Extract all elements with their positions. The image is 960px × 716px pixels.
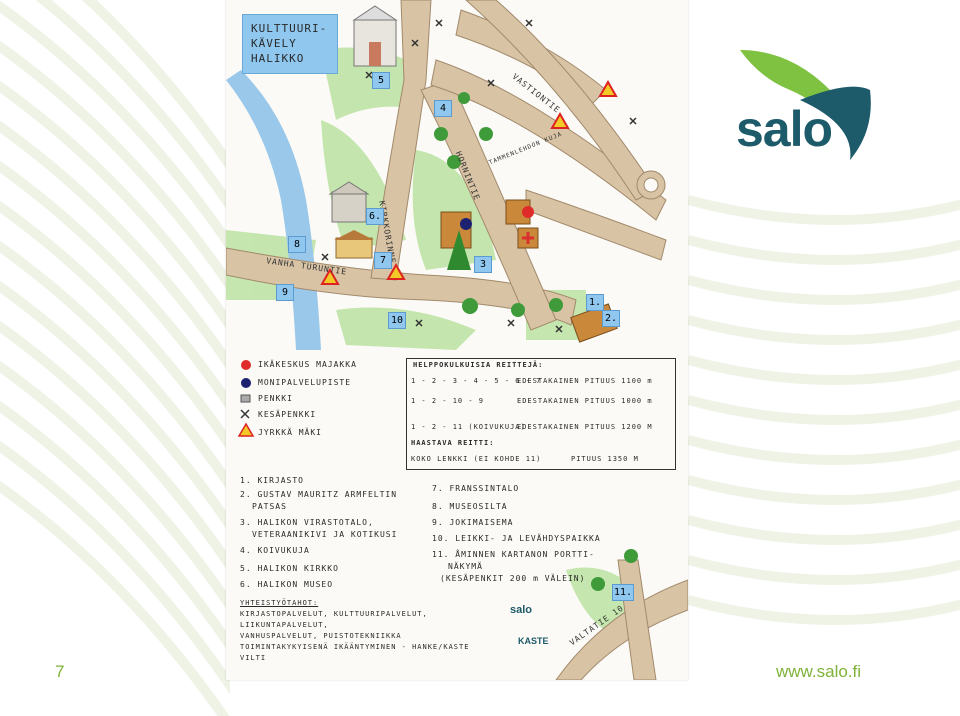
place-5: 5. HALIKON KIRKKO bbox=[240, 564, 339, 573]
salo-logo-leaf bbox=[730, 40, 880, 170]
tree-icons bbox=[434, 92, 638, 591]
place-10: 10. LEIKKI- JA LEVÄHDYSPAIKKA bbox=[432, 534, 601, 543]
museum-icon bbox=[328, 181, 370, 223]
place-11: 11. ÅMINNEN KARTANON PORTTI- bbox=[432, 550, 595, 559]
place-2b: PATSAS bbox=[252, 502, 287, 511]
place-3: 3. HALIKON VIRASTOTALO, bbox=[240, 518, 374, 527]
marker-1: 1. bbox=[586, 294, 604, 311]
culture-walk-map: KULTTUURI- KÄVELY HALIKKO VANHA TURUNTIE… bbox=[226, 0, 688, 680]
marker-5: 5 bbox=[372, 72, 390, 89]
routes-heading: HELPPOKULKUISIA REITTEJÄ: bbox=[413, 361, 544, 369]
summer-bench-icons bbox=[321, 19, 637, 333]
place-1: 1. KIRJASTO bbox=[240, 476, 304, 485]
steep-hill-icons bbox=[320, 79, 618, 285]
legend-monipalvelupiste: MONIPALVELUPISTE bbox=[258, 378, 352, 387]
kaste-logo: KASTE bbox=[518, 636, 549, 646]
marker-8: 8 bbox=[288, 236, 306, 253]
church-icon bbox=[352, 5, 398, 67]
red-dot-icon bbox=[522, 206, 534, 218]
place-8: 8. MUSEOSILTA bbox=[432, 502, 508, 511]
cooperation-line: KIRJASTOPALVELUT, KULTTUURIPALVELUT, LII… bbox=[240, 610, 428, 629]
cooperation-block: YHTEISTYÖTAHOT: KIRJASTOPALVELUT, KULTTU… bbox=[240, 598, 510, 664]
route-3-desc: EDESTAKAINEN PITUUS 1200 M bbox=[517, 423, 653, 431]
map-drawing bbox=[226, 0, 688, 680]
marker-2: 2. bbox=[602, 310, 620, 327]
page-number: 7 bbox=[55, 662, 65, 681]
place-note: (KESÄPENKIT 200 m VÄLEIN) bbox=[440, 574, 586, 583]
marker-6: 6. bbox=[366, 208, 384, 225]
place-4: 4. KOIVUKUJA bbox=[240, 546, 310, 555]
marker-4: 4 bbox=[434, 100, 452, 117]
marker-11: 11. bbox=[612, 584, 634, 601]
map-title-line: HALIKKO bbox=[251, 52, 305, 65]
map-title-line: KULTTUURI- bbox=[251, 22, 328, 35]
small-salo-logo: salo bbox=[510, 604, 533, 616]
place-3b: VETERAANIKIVI JA KOTIKUSI bbox=[252, 530, 398, 539]
marker-9: 9 bbox=[276, 284, 294, 301]
challenge-desc: PITUUS 1350 M bbox=[571, 455, 639, 463]
marker-10: 10 bbox=[388, 312, 406, 329]
route-2: 1 - 2 - 10 - 9 bbox=[411, 397, 485, 405]
challenge-route: KOKO LENKKI (EI KOHDE 11) bbox=[411, 455, 542, 463]
place-9: 9. JOKIMAISEMA bbox=[432, 518, 514, 527]
cooperation-line: VILTI bbox=[240, 654, 267, 662]
marker-3: 3 bbox=[474, 256, 492, 273]
franssintalo-icon bbox=[334, 230, 374, 259]
background-stripes-left bbox=[0, 0, 230, 716]
salo-logo-word: salo bbox=[736, 101, 833, 157]
place-7: 7. FRANSSINTALO bbox=[432, 484, 520, 493]
legend-jyrkka-maki: JYRKKÄ MÄKI bbox=[258, 428, 322, 437]
legend-majakka: IKÄKESKUS MAJAKKA bbox=[258, 360, 357, 369]
blue-dot-icon bbox=[460, 218, 472, 230]
place-2: 2. GUSTAV MAURITZ ARMFELTIN bbox=[240, 490, 398, 499]
route-2-desc: EDESTAKAINEN PITUUS 1000 m bbox=[517, 397, 653, 405]
route-1-desc: EDESTAKAINEN PITUUS 1100 m bbox=[517, 377, 653, 385]
map-title-line: KÄVELY bbox=[251, 37, 297, 50]
place-11b: NÄKYMÄ bbox=[448, 562, 483, 571]
marker-7: 7 bbox=[374, 252, 392, 269]
place-6: 6. HALIKON MUSEO bbox=[240, 580, 334, 589]
routes-box: HELPPOKULKUISIA REITTEJÄ: 1 - 2 - 3 - 4 … bbox=[406, 358, 676, 470]
website-link[interactable]: www.salo.fi bbox=[776, 662, 862, 681]
cooperation-line: VANHUSPALVELUT, PUISTOTEKNIIKKA bbox=[240, 632, 402, 640]
route-1: 1 - 2 - 3 - 4 - 5 - 6 - 7 bbox=[411, 377, 542, 385]
cooperation-heading: YHTEISTYÖTAHOT: bbox=[240, 599, 319, 607]
cooperation-line: TOIMINTAKYKYISENÄ IKÄÄNTYMINEN - HANKE/K… bbox=[240, 643, 470, 651]
route-3: 1 - 2 - 11 (KOIVUKUJA) bbox=[411, 423, 526, 431]
legend-penkki: PENKKI bbox=[258, 394, 293, 403]
legend-kesapenkki: KESÄPENKKI bbox=[258, 410, 317, 419]
background-stripes-right bbox=[688, 180, 960, 716]
map-title-box: KULTTUURI- KÄVELY HALIKKO bbox=[242, 14, 338, 74]
challenge-heading: HAASTAVA REITTI: bbox=[411, 439, 495, 447]
